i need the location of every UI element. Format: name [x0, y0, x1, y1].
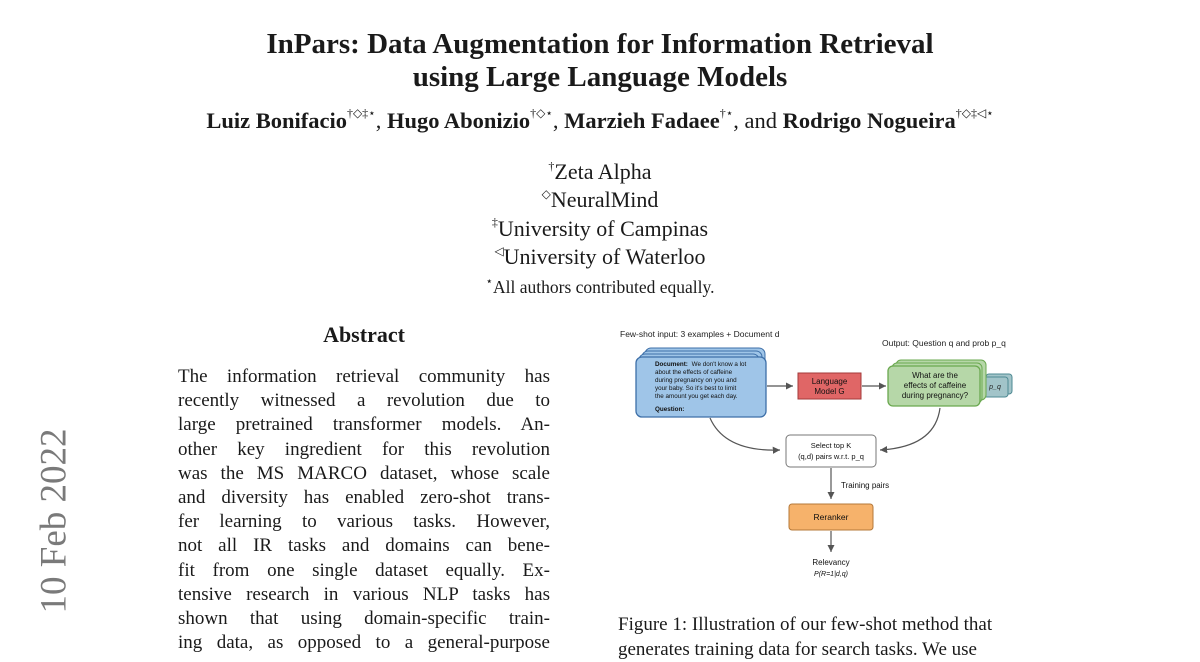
- affiliation-name: NeuralMind: [550, 187, 659, 213]
- abstract-line: not all IR tasks and domains can bene-: [178, 535, 550, 557]
- affiliation-mark: †: [548, 158, 555, 173]
- reranker-label: Reranker: [814, 512, 849, 522]
- abstract-line: tensive research in various NLP tasks ha…: [178, 583, 550, 605]
- contribution-mark: ⋆: [485, 273, 494, 288]
- output-prob-tag: p_q: [988, 384, 1001, 391]
- abstract-body: The information retrieval community has …: [178, 365, 550, 655]
- author-marks: †◇‡⋆: [346, 105, 376, 120]
- author-name: Rodrigo Nogueira: [782, 108, 956, 133]
- abstract-line: fit from one single dataset equally. Ex-: [178, 559, 550, 581]
- reranker-box: Reranker: [788, 503, 874, 531]
- svg-text:Document: We don't know: Document: We don't know a lot: [655, 361, 747, 368]
- author-separator: , and: [733, 108, 783, 133]
- output-line: during pregnancy?: [902, 391, 969, 400]
- output-label: Output: Question q and prob p_q: [882, 338, 1006, 348]
- output-line: effects of caffeine: [904, 381, 967, 390]
- affiliation-mark: ◁: [494, 243, 504, 258]
- author-name: Marzieh Fadaee: [564, 108, 720, 133]
- author-list: Luiz Bonifacio†◇‡⋆, Hugo Abonizio†◇⋆, Ma…: [0, 106, 1200, 136]
- title-line-1: InPars: Data Augmentation for Informatio…: [266, 28, 934, 60]
- document-line: your baby. So it's best to limit: [655, 385, 736, 392]
- abstract-line: and diversity has enabled zero-shot tran…: [178, 487, 550, 509]
- document-question-label: Question:: [655, 406, 684, 413]
- caption-line: generates training data for search tasks…: [618, 639, 977, 660]
- select-line2: (q,d) pairs w.r.t. p_q: [798, 452, 864, 461]
- language-model-box: Language Model G: [797, 372, 862, 400]
- relevancy-formula: P(R=1|d,q): [814, 571, 848, 578]
- abstract-line: was the MS MARCO dataset, whose scale: [178, 462, 550, 484]
- author-name: Hugo Abonizio: [386, 108, 531, 133]
- caption-line: Figure 1: Illustration of our few-shot m…: [618, 614, 993, 635]
- relevancy-label: Relevancy: [812, 558, 849, 567]
- figure-diagram: Few-shot input: 3 examples + Document d …: [620, 329, 1013, 578]
- affiliation-mark: ‡: [491, 215, 498, 230]
- affiliation-name: University of Campinas: [497, 215, 709, 241]
- figure-caption: Figure 1: Illustration of our few-shot m…: [618, 612, 1068, 662]
- model-label-line1: Language: [812, 377, 848, 386]
- author-marks: †◇‡◁⋆: [955, 105, 994, 120]
- abstract-line: recently witnessed a revolution due to: [178, 390, 550, 412]
- abstract-line: The information retrieval community has: [178, 366, 550, 387]
- affiliation: †Zeta Alpha: [0, 158, 1200, 186]
- output-line: What are the: [912, 371, 958, 380]
- affiliation-name: Zeta Alpha: [554, 159, 652, 184]
- affiliation: ◇NeuralMind: [0, 186, 1200, 214]
- abstract-line: shown that using domain-specific train-: [178, 608, 550, 630]
- affiliation-name: University of Waterloo: [503, 244, 706, 270]
- title-line-2: using Large Language Models: [412, 61, 788, 93]
- model-label-line2: Model G: [814, 387, 844, 396]
- author-separator: ,: [552, 108, 565, 133]
- document-lead: Document:: [655, 361, 688, 368]
- document-line: during pregnancy on you and: [655, 377, 737, 384]
- author-separator: ,: [375, 108, 387, 133]
- affiliation-list: †Zeta Alpha ◇NeuralMind ‡University of C…: [0, 158, 1200, 302]
- paper-title: InPars: Data Augmentation for Informatio…: [0, 28, 1200, 94]
- output-question-stack: p_q What are the effects of caffeine dur…: [887, 359, 1013, 407]
- document-line: the amount you get each day.: [655, 393, 738, 400]
- input-label: Few-shot input: 3 examples + Document d: [620, 329, 780, 339]
- affiliation: ‡University of Campinas: [0, 215, 1200, 243]
- document-line: about the effects of caffeine: [655, 369, 733, 376]
- select-line1: Select top K: [811, 441, 851, 450]
- abstract-line: large pretrained transformer models. An-: [178, 414, 550, 436]
- arxiv-date-text: 10 Feb 2022: [33, 428, 75, 614]
- abstract-line: other key ingredient for this revolution: [178, 438, 550, 460]
- abstract-line: fer learning to various tasks. However,: [178, 511, 550, 533]
- affiliation: ◁University of Waterloo: [0, 243, 1200, 271]
- author-name: Luiz Bonifacio: [206, 108, 347, 133]
- document-stack: Document: We don't know a lot about the …: [635, 347, 767, 418]
- arxiv-date-stamp: 10 Feb 2022: [28, 421, 80, 621]
- document-line: We don't know a lot: [692, 361, 747, 368]
- contribution-text: All authors contributed equally.: [493, 276, 715, 297]
- training-pairs-label: Training pairs: [841, 481, 889, 490]
- abstract-heading: Abstract: [323, 322, 405, 347]
- author-marks: †◇⋆: [530, 105, 553, 120]
- affiliation-mark: ◇: [541, 187, 551, 202]
- contribution-note: ⋆All authors contributed equally.: [0, 272, 1200, 302]
- select-top-k-box: Select top K (q,d) pairs w.r.t. p_q: [785, 434, 877, 468]
- abstract-line: ing data, as opposed to a general-purpos…: [178, 632, 550, 654]
- author-marks: †⋆: [719, 105, 734, 120]
